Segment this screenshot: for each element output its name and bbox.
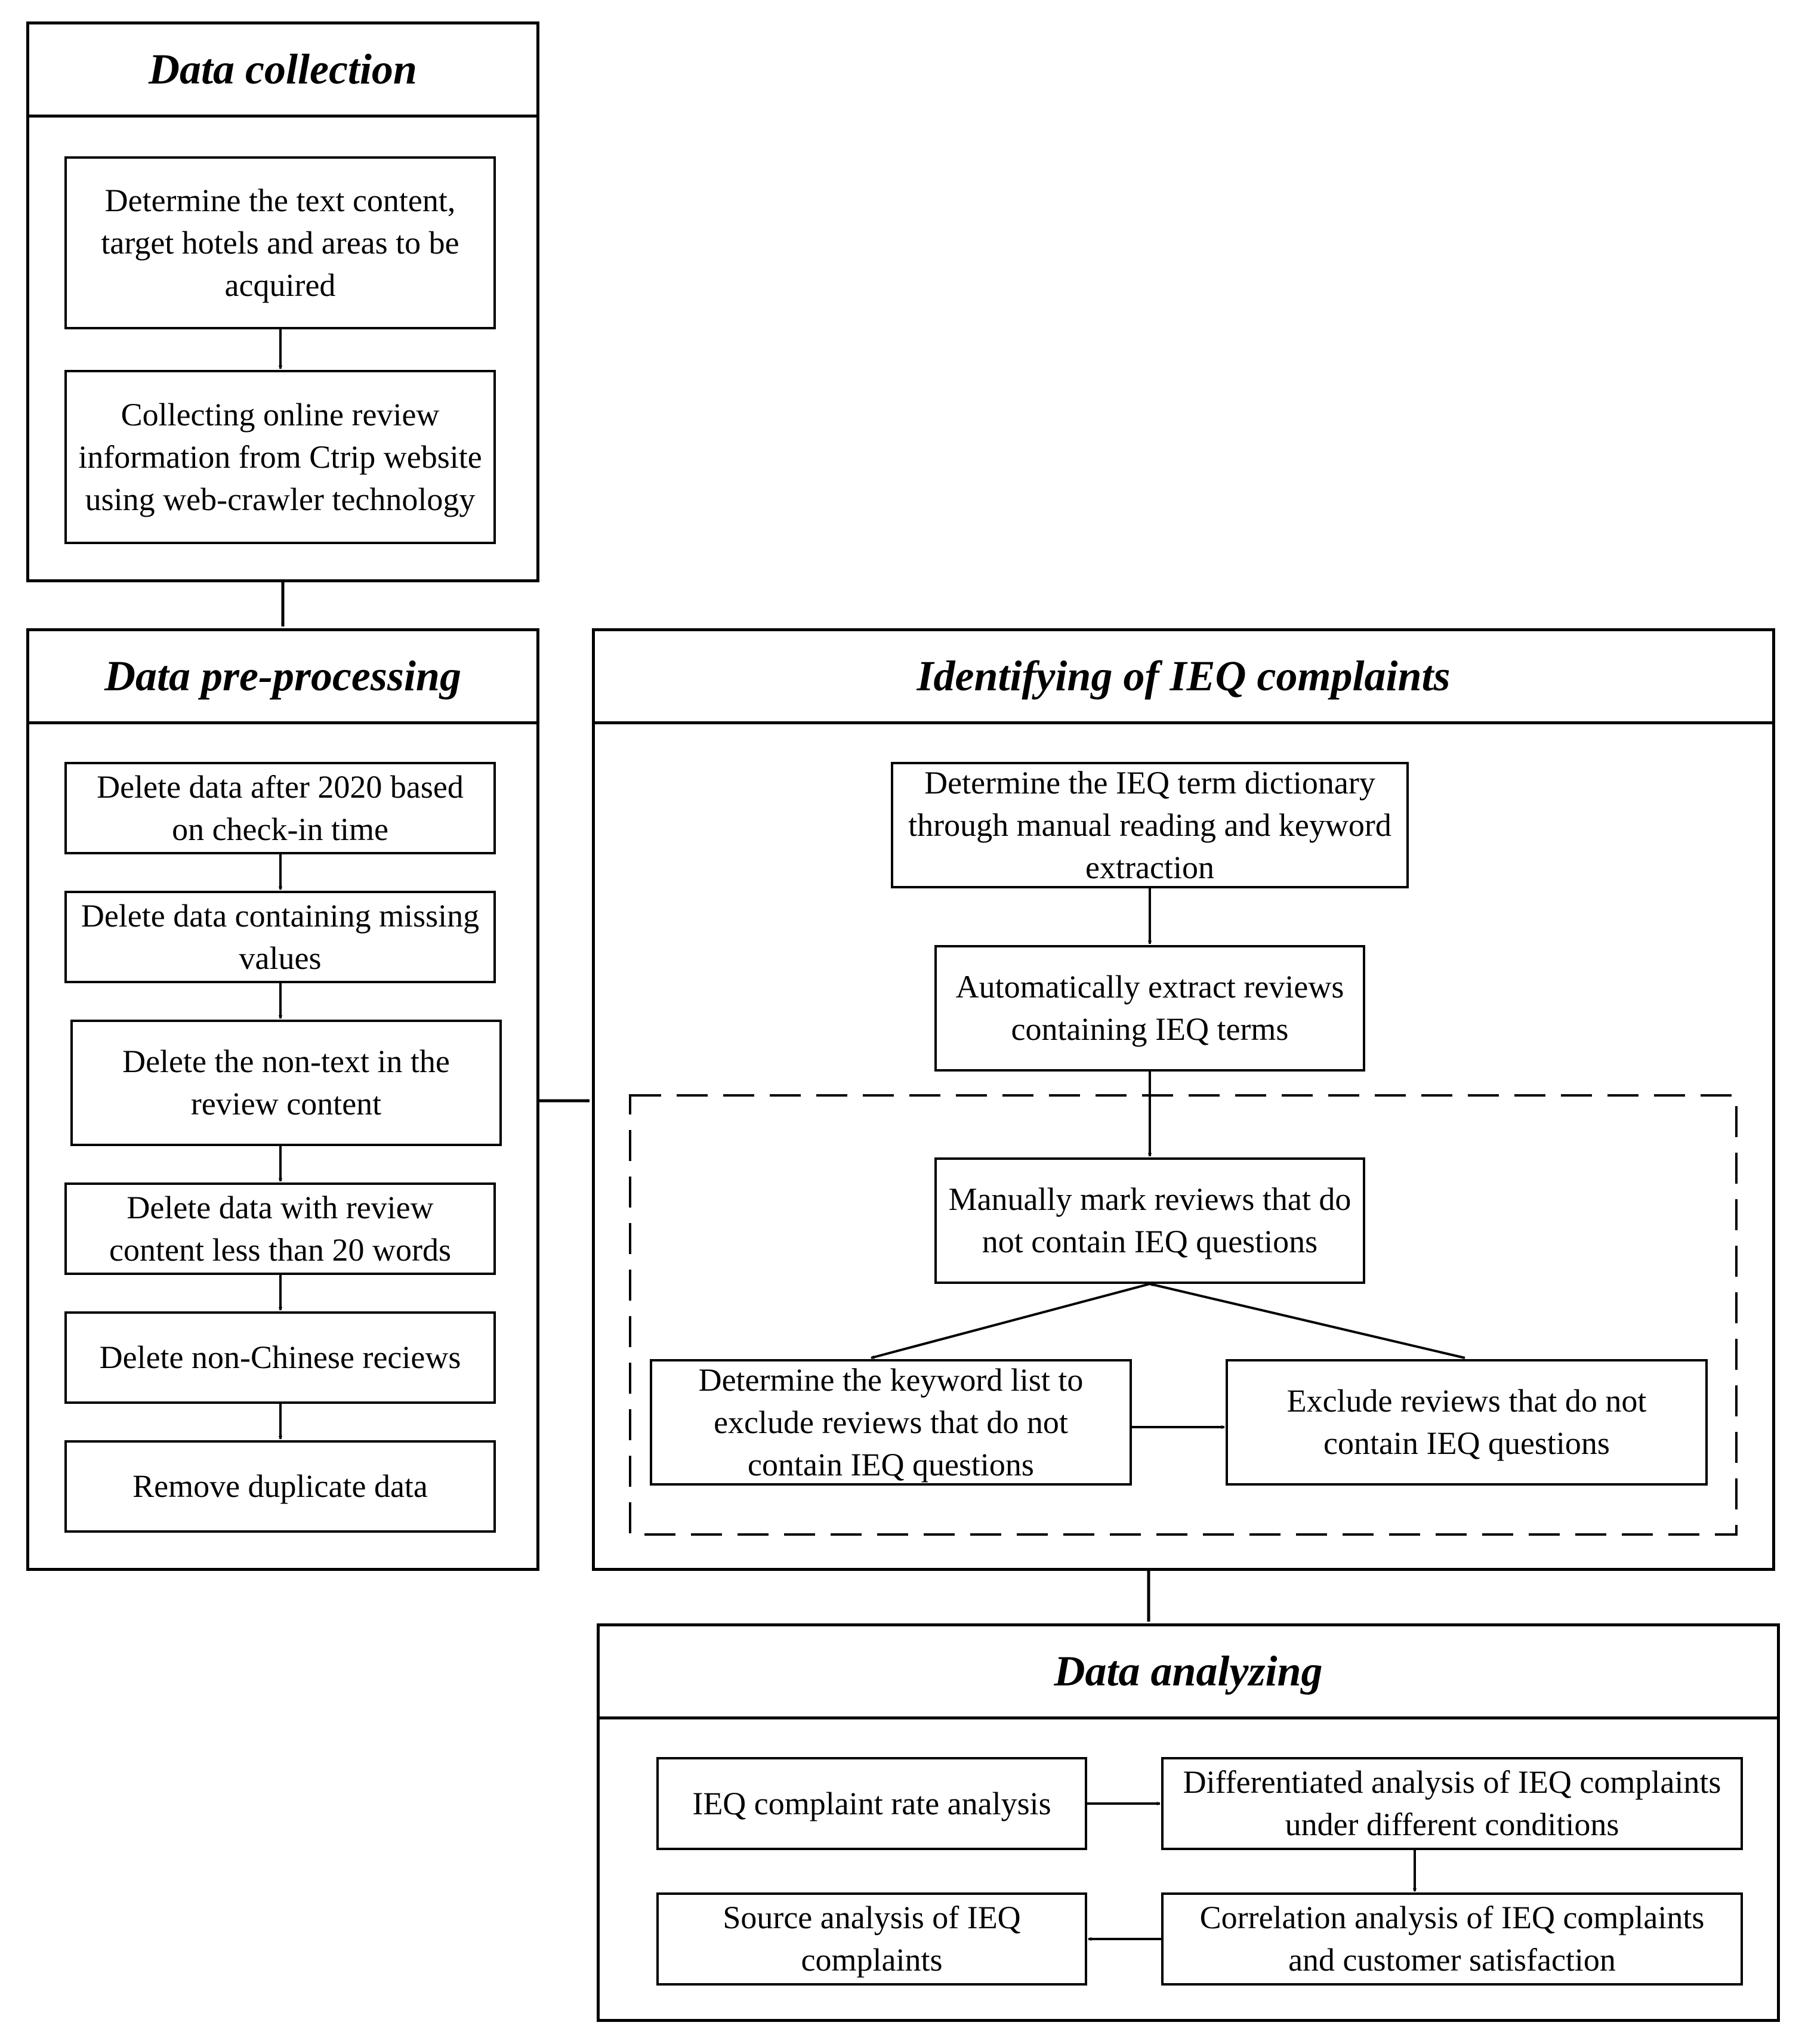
step-exclude-non-ieq-reviews: Exclude reviews that do not contain IEQ … (1226, 1359, 1708, 1486)
step-delete-non-text: Delete the non-text in the review conten… (70, 1020, 502, 1146)
step-delete-after-2020: Delete data after 2020 based on check-in… (64, 762, 496, 854)
step-source-analysis: Source analysis of IEQ complaints (656, 1892, 1087, 1986)
step-collect-online-reviews: Collecting online review information fro… (64, 370, 496, 544)
step-delete-non-chinese: Delete non-Chinese reciews (64, 1311, 496, 1404)
step-differentiated-analysis: Differentiated analysis of IEQ complaint… (1161, 1757, 1743, 1850)
step-remove-duplicates: Remove duplicate data (64, 1440, 496, 1533)
step-extract-ieq-reviews: Automatically extract reviews containing… (934, 945, 1365, 1072)
step-delete-short-reviews: Delete data with review content less tha… (64, 1182, 496, 1275)
step-delete-missing-values: Delete data containing missing values (64, 891, 496, 983)
step-correlation-analysis: Correlation analysis of IEQ complaints a… (1161, 1892, 1743, 1986)
step-complaint-rate-analysis: IEQ complaint rate analysis (656, 1757, 1087, 1850)
data-preprocessing-title: Data pre-processing (29, 631, 536, 724)
data-collection-title: Data collection (29, 24, 536, 118)
step-determine-text-content: Determine the text content, target hotel… (64, 156, 496, 329)
step-manually-mark-reviews: Manually mark reviews that do not contai… (934, 1157, 1365, 1284)
identifying-ieq-title: Identifying of IEQ complaints (595, 631, 1772, 724)
step-determine-keyword-list: Determine the keyword list to exclude re… (650, 1359, 1132, 1486)
step-determine-term-dictionary: Determine the IEQ term dictionary throug… (891, 762, 1409, 888)
data-analyzing-title: Data analyzing (600, 1626, 1777, 1719)
